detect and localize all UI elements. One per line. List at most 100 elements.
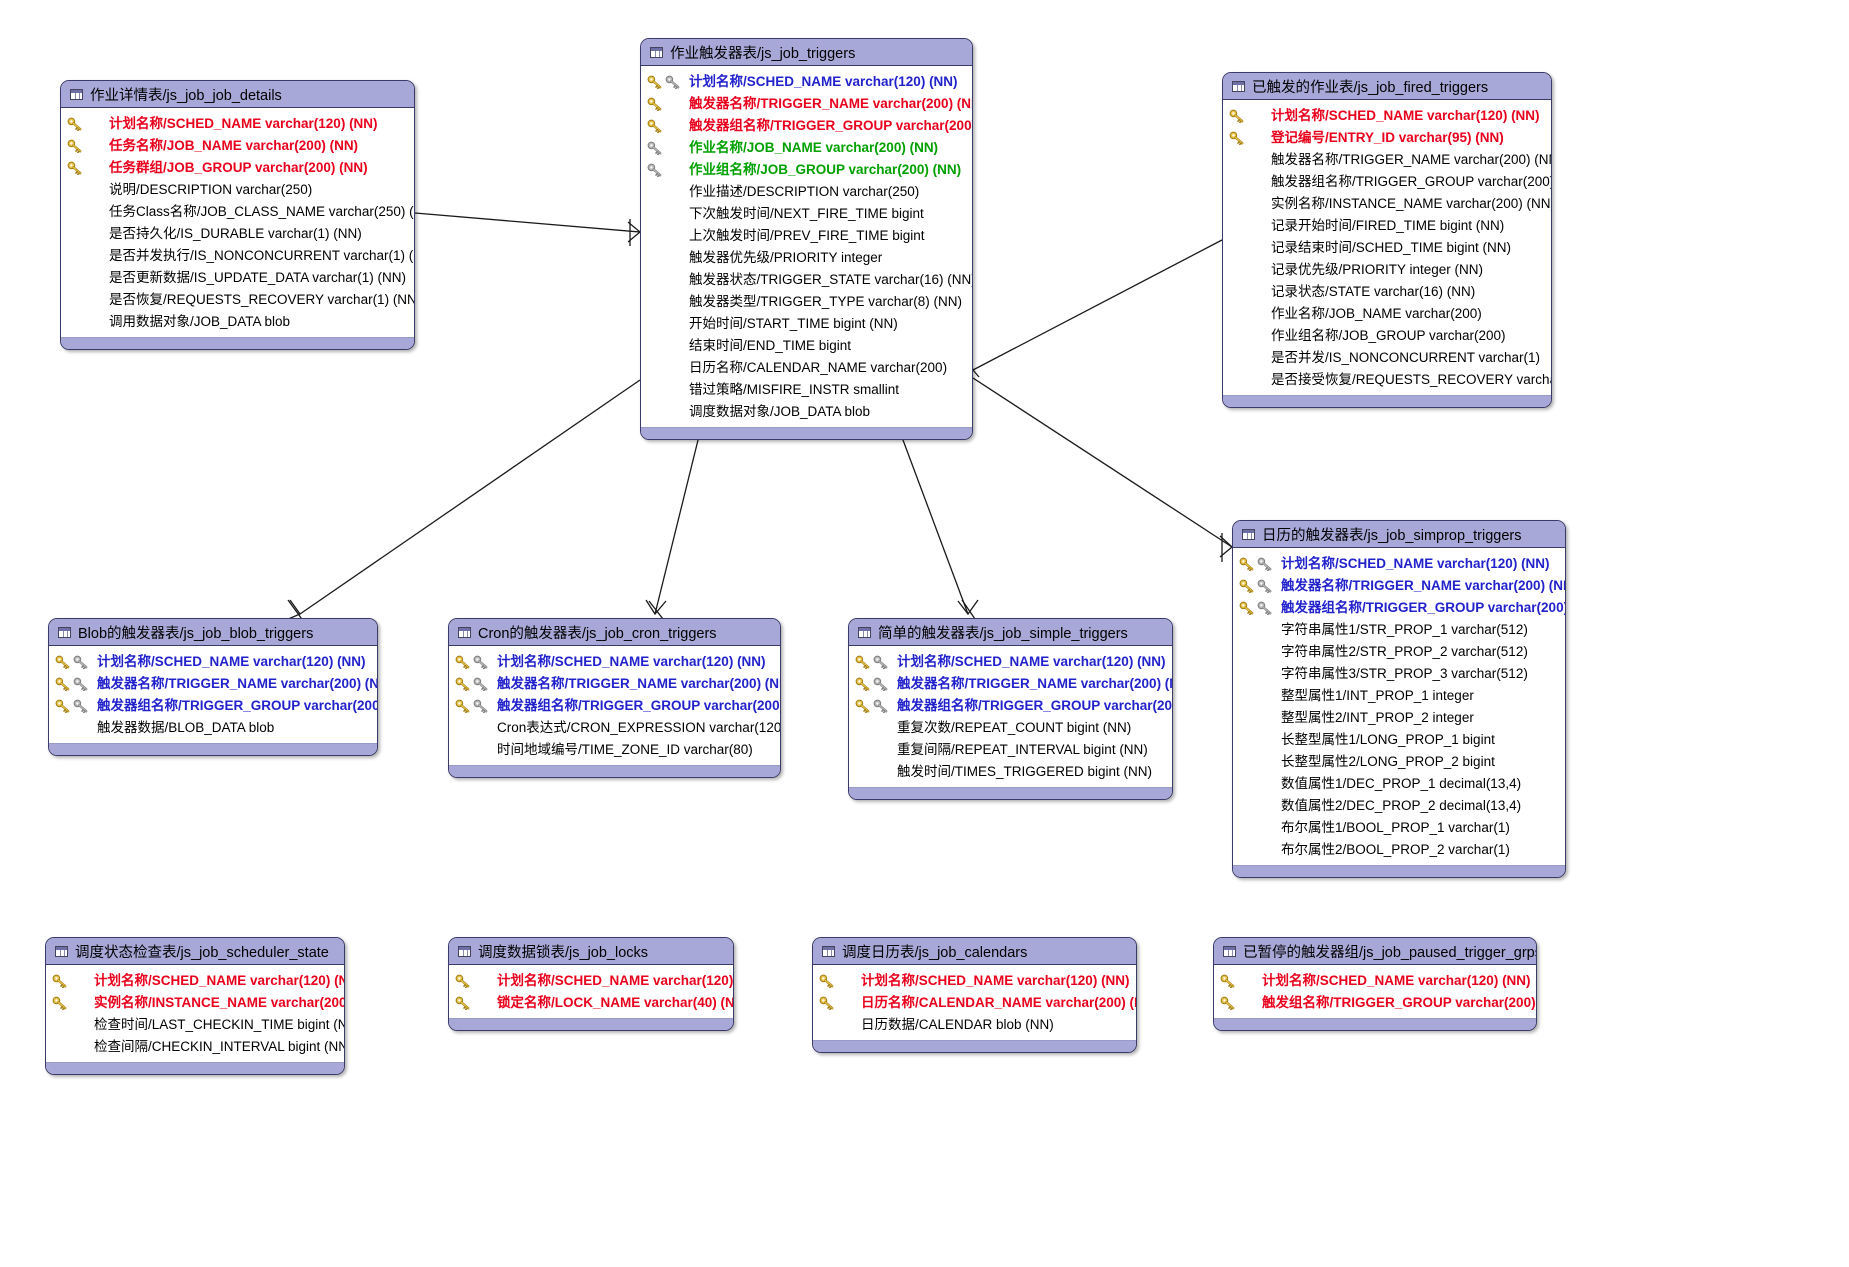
attribute-row[interactable]: 记录状态/STATE varchar(16) (NN) — [1223, 281, 1551, 303]
attribute-row[interactable]: 长整型属性1/LONG_PROP_1 bigint — [1233, 729, 1565, 751]
attribute-row[interactable]: 触发器组名称/TRIGGER_GROUP varchar(200) (NN) — [1233, 597, 1565, 619]
attribute-row[interactable]: 触发器组名称/TRIGGER_GROUP varchar(200) (NN) — [49, 695, 377, 717]
attribute-row[interactable]: 日历数据/CALENDAR blob (NN) — [813, 1014, 1136, 1036]
attribute-row[interactable]: 登记编号/ENTRY_ID varchar(95) (NN) — [1223, 127, 1551, 149]
attribute-row[interactable]: 计划名称/SCHED_NAME varchar(120) (NN) — [449, 651, 780, 673]
entity-title-bar[interactable]: 调度日历表/js_job_calendars — [813, 938, 1136, 965]
attribute-row[interactable]: 是否持久化/IS_DURABLE varchar(1) (NN) — [61, 223, 414, 245]
attribute-row[interactable]: 是否接受恢复/REQUESTS_RECOVERY varchar(1) — [1223, 369, 1551, 391]
attribute-row[interactable]: 实例名称/INSTANCE_NAME varchar(200) (NN) — [1223, 193, 1551, 215]
attribute-row[interactable]: 触发时间/TIMES_TRIGGERED bigint (NN) — [849, 761, 1172, 783]
attribute-row[interactable]: 数值属性2/DEC_PROP_2 decimal(13,4) — [1233, 795, 1565, 817]
attribute-row[interactable]: 作业名称/JOB_NAME varchar(200) — [1223, 303, 1551, 325]
attribute-row[interactable]: 作业组名称/JOB_GROUP varchar(200) (NN) — [641, 159, 972, 181]
attribute-row[interactable]: 日历名称/CALENDAR_NAME varchar(200) (NN) — [813, 992, 1136, 1014]
attribute-row[interactable]: 计划名称/SCHED_NAME varchar(120) (NN) — [641, 71, 972, 93]
entity-paused_trigger_grps[interactable]: 已暂停的触发器组/js_job_paused_trigger_grps 计划名称/… — [1213, 937, 1537, 1031]
attribute-row[interactable]: 结束时间/END_TIME bigint — [641, 335, 972, 357]
attribute-row[interactable]: Cron表达式/CRON_EXPRESSION varchar(120) (NN… — [449, 717, 780, 739]
entity-title-bar[interactable]: 已触发的作业表/js_job_fired_triggers — [1223, 73, 1551, 100]
attribute-row[interactable]: 触发器数据/BLOB_DATA blob — [49, 717, 377, 739]
attribute-row[interactable]: 字符串属性2/STR_PROP_2 varchar(512) — [1233, 641, 1565, 663]
attribute-row[interactable]: 字符串属性3/STR_PROP_3 varchar(512) — [1233, 663, 1565, 685]
attribute-row[interactable]: 触发器组名称/TRIGGER_GROUP varchar(200) (NN) — [641, 115, 972, 137]
attribute-row[interactable]: 开始时间/START_TIME bigint (NN) — [641, 313, 972, 335]
attribute-row[interactable]: 锁定名称/LOCK_NAME varchar(40) (NN) — [449, 992, 733, 1014]
attribute-row[interactable]: 触发器类型/TRIGGER_TYPE varchar(8) (NN) — [641, 291, 972, 313]
attribute-row[interactable]: 计划名称/SCHED_NAME varchar(120) (NN) — [1214, 970, 1536, 992]
attribute-row[interactable]: 布尔属性1/BOOL_PROP_1 varchar(1) — [1233, 817, 1565, 839]
entity-calendars[interactable]: 调度日历表/js_job_calendars 计划名称/SCHED_NAME va… — [812, 937, 1137, 1053]
attribute-row[interactable]: 任务名称/JOB_NAME varchar(200) (NN) — [61, 135, 414, 157]
attribute-row[interactable]: 触发器组名称/TRIGGER_GROUP varchar(200) (NN) — [449, 695, 780, 717]
attribute-row[interactable]: 调用数据对象/JOB_DATA blob — [61, 311, 414, 333]
attribute-row[interactable]: 触发组名称/TRIGGER_GROUP varchar(200) (NN) — [1214, 992, 1536, 1014]
attribute-row[interactable]: 计划名称/SCHED_NAME varchar(120) (NN) — [813, 970, 1136, 992]
attribute-row[interactable]: 记录优先级/PRIORITY integer (NN) — [1223, 259, 1551, 281]
attribute-row[interactable]: 字符串属性1/STR_PROP_1 varchar(512) — [1233, 619, 1565, 641]
attribute-row[interactable]: 触发器名称/TRIGGER_NAME varchar(200) (NN) — [849, 673, 1172, 695]
entity-cron_triggers[interactable]: Cron的触发器表/js_job_cron_triggers 计划名称/SCHED… — [448, 618, 781, 778]
attribute-row[interactable]: 作业组名称/JOB_GROUP varchar(200) — [1223, 325, 1551, 347]
attribute-row[interactable]: 错过策略/MISFIRE_INSTR smallint — [641, 379, 972, 401]
entity-title-bar[interactable]: 简单的触发器表/js_job_simple_triggers — [849, 619, 1172, 646]
attribute-row[interactable]: 是否并发/IS_NONCONCURRENT varchar(1) — [1223, 347, 1551, 369]
entity-title-bar[interactable]: 日历的触发器表/js_job_simprop_triggers — [1233, 521, 1565, 548]
attribute-row[interactable]: 触发器优先级/PRIORITY integer — [641, 247, 972, 269]
entity-title-bar[interactable]: 作业详情表/js_job_job_details — [61, 81, 414, 108]
attribute-row[interactable]: 是否更新数据/IS_UPDATE_DATA varchar(1) (NN) — [61, 267, 414, 289]
attribute-row[interactable]: 整型属性1/INT_PROP_1 integer — [1233, 685, 1565, 707]
attribute-row[interactable]: 整型属性2/INT_PROP_2 integer — [1233, 707, 1565, 729]
attribute-row[interactable]: 计划名称/SCHED_NAME varchar(120) (NN) — [46, 970, 344, 992]
attribute-row[interactable]: 触发器名称/TRIGGER_NAME varchar(200) (NN) — [49, 673, 377, 695]
attribute-row[interactable]: 时间地域编号/TIME_ZONE_ID varchar(80) — [449, 739, 780, 761]
attribute-row[interactable]: 记录结束时间/SCHED_TIME bigint (NN) — [1223, 237, 1551, 259]
entity-job_triggers[interactable]: 作业触发器表/js_job_triggers 计划名称/SCHED_NAME va… — [640, 38, 973, 440]
attribute-row[interactable]: 记录开始时间/FIRED_TIME bigint (NN) — [1223, 215, 1551, 237]
entity-simple_triggers[interactable]: 简单的触发器表/js_job_simple_triggers 计划名称/SCHED… — [848, 618, 1173, 800]
entity-locks[interactable]: 调度数据锁表/js_job_locks 计划名称/SCHED_NAME varch… — [448, 937, 734, 1031]
attribute-row[interactable]: 检查时间/LAST_CHECKIN_TIME bigint (NN) — [46, 1014, 344, 1036]
attribute-row[interactable]: 上次触发时间/PREV_FIRE_TIME bigint — [641, 225, 972, 247]
attribute-row[interactable]: 实例名称/INSTANCE_NAME varchar(200) (NN) — [46, 992, 344, 1014]
entity-title-bar[interactable]: 调度状态检查表/js_job_scheduler_state — [46, 938, 344, 965]
entity-simprop_triggers[interactable]: 日历的触发器表/js_job_simprop_triggers 计划名称/SCHE… — [1232, 520, 1566, 878]
attribute-row[interactable]: 任务群组/JOB_GROUP varchar(200) (NN) — [61, 157, 414, 179]
attribute-row[interactable]: 触发器名称/TRIGGER_NAME varchar(200) (NN) — [1233, 575, 1565, 597]
attribute-row[interactable]: 是否并发执行/IS_NONCONCURRENT varchar(1) (NN) — [61, 245, 414, 267]
entity-fired_triggers[interactable]: 已触发的作业表/js_job_fired_triggers 计划名称/SCHED_… — [1222, 72, 1552, 408]
attribute-row[interactable]: 检查间隔/CHECKIN_INTERVAL bigint (NN) — [46, 1036, 344, 1058]
entity-title-bar[interactable]: 作业触发器表/js_job_triggers — [641, 39, 972, 66]
entity-blob_triggers[interactable]: Blob的触发器表/js_job_blob_triggers 计划名称/SCHED… — [48, 618, 378, 756]
attribute-row[interactable]: 说明/DESCRIPTION varchar(250) — [61, 179, 414, 201]
attribute-row[interactable]: 计划名称/SCHED_NAME varchar(120) (NN) — [1233, 553, 1565, 575]
attribute-row[interactable]: 是否恢复/REQUESTS_RECOVERY varchar(1) (NN) — [61, 289, 414, 311]
attribute-row[interactable]: 日历名称/CALENDAR_NAME varchar(200) — [641, 357, 972, 379]
entity-job_details[interactable]: 作业详情表/js_job_job_details 计划名称/SCHED_NAME … — [60, 80, 415, 350]
attribute-row[interactable]: 作业描述/DESCRIPTION varchar(250) — [641, 181, 972, 203]
entity-scheduler_state[interactable]: 调度状态检查表/js_job_scheduler_state 计划名称/SCHED… — [45, 937, 345, 1075]
entity-title-bar[interactable]: 已暂停的触发器组/js_job_paused_trigger_grps — [1214, 938, 1536, 965]
attribute-row[interactable]: 触发器组名称/TRIGGER_GROUP varchar(200) (NN) — [849, 695, 1172, 717]
attribute-row[interactable]: 任务Class名称/JOB_CLASS_NAME varchar(250) (N… — [61, 201, 414, 223]
attribute-row[interactable]: 触发器名称/TRIGGER_NAME varchar(200) (NN) — [449, 673, 780, 695]
attribute-row[interactable]: 数值属性1/DEC_PROP_1 decimal(13,4) — [1233, 773, 1565, 795]
attribute-row[interactable]: 计划名称/SCHED_NAME varchar(120) (NN) — [1223, 105, 1551, 127]
attribute-row[interactable]: 作业名称/JOB_NAME varchar(200) (NN) — [641, 137, 972, 159]
attribute-row[interactable]: 重复次数/REPEAT_COUNT bigint (NN) — [849, 717, 1172, 739]
attribute-row[interactable]: 计划名称/SCHED_NAME varchar(120) (NN) — [449, 970, 733, 992]
entity-title-bar[interactable]: Blob的触发器表/js_job_blob_triggers — [49, 619, 377, 646]
entity-title-bar[interactable]: Cron的触发器表/js_job_cron_triggers — [449, 619, 780, 646]
attribute-row[interactable]: 触发器组名称/TRIGGER_GROUP varchar(200) (NN) — [1223, 171, 1551, 193]
attribute-row[interactable]: 触发器名称/TRIGGER_NAME varchar(200) (NN) — [1223, 149, 1551, 171]
attribute-row[interactable]: 重复间隔/REPEAT_INTERVAL bigint (NN) — [849, 739, 1172, 761]
attribute-row[interactable]: 布尔属性2/BOOL_PROP_2 varchar(1) — [1233, 839, 1565, 861]
attribute-row[interactable]: 计划名称/SCHED_NAME varchar(120) (NN) — [49, 651, 377, 673]
attribute-row[interactable]: 调度数据对象/JOB_DATA blob — [641, 401, 972, 423]
attribute-row[interactable]: 计划名称/SCHED_NAME varchar(120) (NN) — [849, 651, 1172, 673]
entity-title-bar[interactable]: 调度数据锁表/js_job_locks — [449, 938, 733, 965]
attribute-row[interactable]: 计划名称/SCHED_NAME varchar(120) (NN) — [61, 113, 414, 135]
attribute-row[interactable]: 触发器名称/TRIGGER_NAME varchar(200) (NN) — [641, 93, 972, 115]
attribute-row[interactable]: 长整型属性2/LONG_PROP_2 bigint — [1233, 751, 1565, 773]
attribute-row[interactable]: 触发器状态/TRIGGER_STATE varchar(16) (NN) — [641, 269, 972, 291]
